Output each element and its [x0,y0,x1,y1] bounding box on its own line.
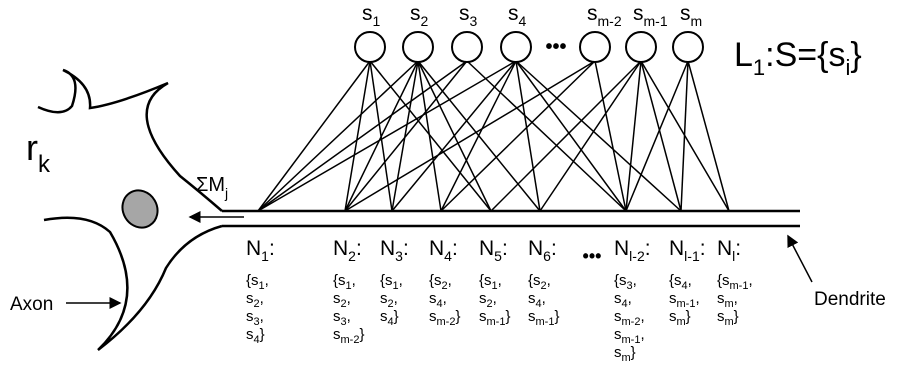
connection-line [539,60,642,212]
set-element: sm} [717,308,739,328]
set-element: sm} [669,308,691,328]
set-element: s2, [479,290,497,310]
set-element: s2, [333,290,351,310]
axon-label: Axon [10,294,53,315]
set-element: s4} [246,326,265,346]
input-node-1 [354,31,386,63]
set-element: {s4, [669,272,692,292]
set-element: sm} [614,344,636,364]
synapse-labels: N1:{s1,s2,s3,s4}N2:{s1,s2,s3,sm-2}N3:{s1… [246,237,753,364]
set-element: {s1, [380,272,403,292]
set-element: {s3, [614,272,637,292]
connection-line [515,60,627,212]
connection-line [344,60,371,212]
synapse-label: N2: [333,237,362,264]
synapse-ellipsis: ••• [583,246,602,266]
neuron-upper-outline [37,68,223,212]
input-node-m-1 [625,31,657,63]
synapse-label: N5: [479,237,508,264]
connection-line [369,60,393,212]
set-element: s2, [246,290,264,310]
synapse-label: N3: [380,237,409,264]
synapse-label: N1: [246,237,275,264]
input-node-label: s2 [410,2,429,29]
set-element: sm-1, [669,290,700,310]
set-element: sm-1} [479,308,510,328]
connection-line [257,60,371,212]
input-layer-label: L1:S={si} [734,36,862,80]
connection-line [687,60,730,212]
input-node-2 [402,31,434,63]
input-ellipsis: ••• [545,36,566,58]
connection-line [490,60,642,212]
connection-line [515,60,682,212]
input-node-label: sm-1 [633,2,668,29]
connection-lines [257,60,730,212]
connection-line [417,60,492,212]
set-element: {sm-1, [717,272,753,292]
connection-line [594,60,627,212]
neuron-cell [37,68,223,351]
connection-line [625,60,642,212]
set-element: s4, [614,290,632,310]
set-element: {s2, [429,272,452,292]
input-node-label: sm-2 [587,2,622,29]
input-node-label: s4 [508,2,527,29]
input-node-4 [500,31,532,63]
connection-line [625,60,689,212]
connection-line [369,60,492,212]
synapse-label: Nl-1: [669,237,706,264]
connection-line [640,60,730,212]
input-node-m-2 [579,31,611,63]
synapse-label: Nl: [717,237,741,264]
set-element: s4} [380,308,399,328]
set-element: {s2, [528,272,551,292]
neuron-name: rk [26,127,51,178]
synapse-label: N6: [528,237,557,264]
set-element: {s1, [333,272,356,292]
connection-line [257,60,517,212]
synapse-label: Nl-2: [614,237,651,264]
nucleus [121,189,159,229]
connection-line [466,60,627,212]
connection-line [417,60,541,212]
connection-line [257,60,419,212]
input-nodes: s1 s2 s3 s4 sm-2 sm-1 sm [354,2,704,63]
neuron-lower-outline [43,216,223,351]
set-element: sm-2, [614,308,645,328]
connection-line [257,60,468,212]
input-node-3 [451,31,483,63]
set-element: sm-2} [429,308,460,328]
set-element: s4, [528,290,546,310]
connection-line [344,60,468,212]
connection-line [640,60,682,212]
set-element: sm-2} [333,326,364,346]
set-element: sm, [717,290,738,310]
set-element: {s1, [246,272,269,292]
dendrite-arrow [787,234,813,283]
input-node-label: s1 [362,2,381,29]
set-element: s2, [380,290,398,310]
connection-line [391,60,419,212]
input-node-label: sm [680,2,702,29]
connection-line [440,60,596,212]
set-element: {s1, [479,272,502,292]
input-node-label: s3 [459,2,478,29]
dendrite-label: Dendrite [814,289,886,310]
connection-line [344,60,596,212]
set-element: s4, [429,290,447,310]
set-element: s3, [333,308,351,328]
synapse-label: N4: [429,237,458,264]
set-element: sm-1, [614,326,645,346]
connection-line [417,60,442,212]
connection-line [515,60,541,212]
set-element: sm-1} [528,308,559,328]
sum-label: ΣMj [196,174,228,201]
input-node-m [672,31,704,63]
set-element: s3, [246,308,264,328]
